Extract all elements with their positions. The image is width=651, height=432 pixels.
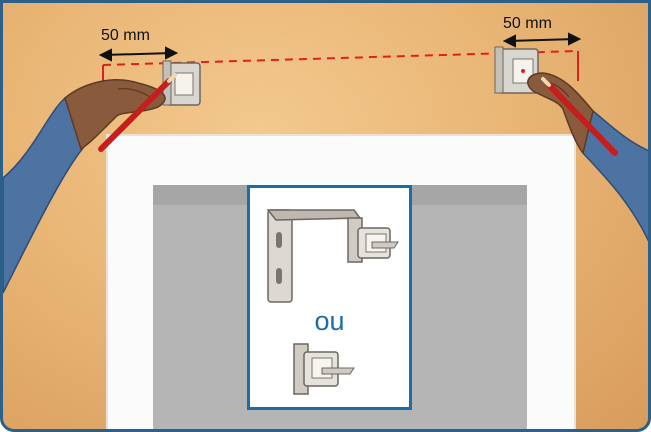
right-dimension-arrow <box>502 32 582 48</box>
pencil-icon <box>541 77 618 156</box>
left-hand-icon <box>3 79 166 294</box>
left-dimension-arrow <box>98 46 179 62</box>
bracket-options-inset: ou <box>247 185 412 410</box>
right-measurement-label: 50 mm <box>503 15 552 32</box>
or-separator: ou <box>314 306 345 336</box>
pencil-icon <box>98 73 177 152</box>
left-measurement-label: 50 mm <box>101 27 150 44</box>
bracket-icon <box>266 209 399 303</box>
bracket-icon <box>293 343 355 395</box>
right-hand-icon <box>527 72 648 242</box>
